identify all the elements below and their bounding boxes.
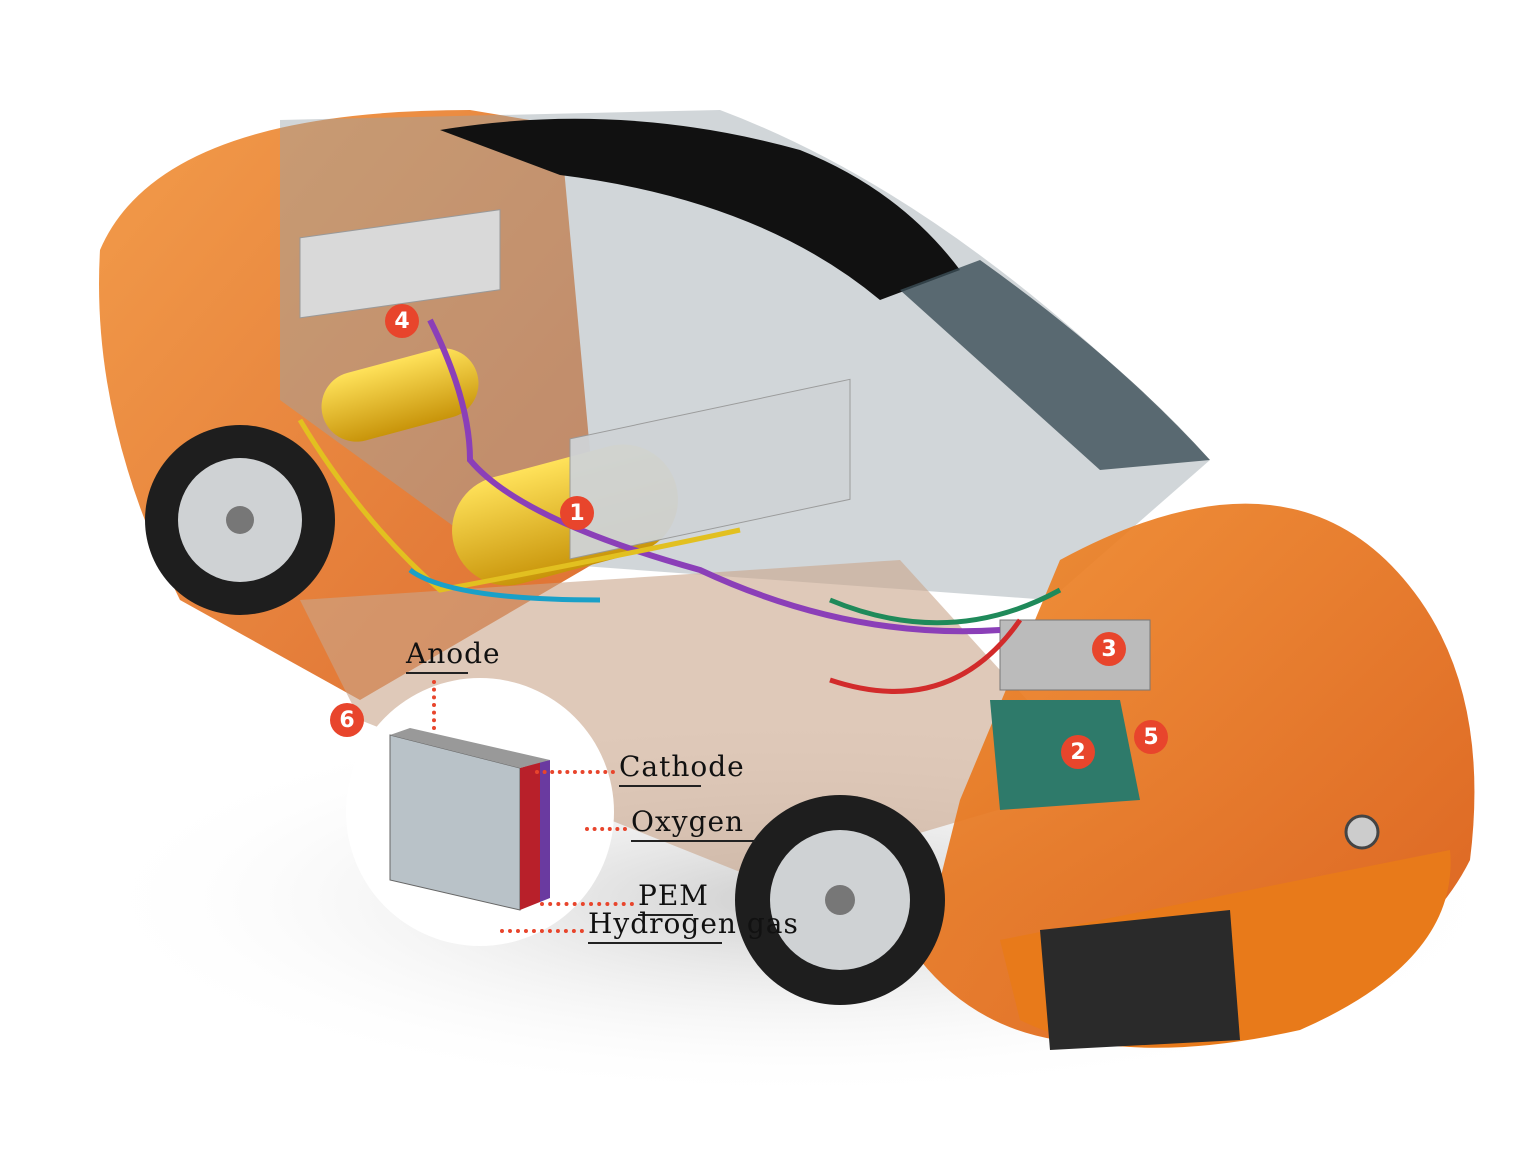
front-wheel: [735, 795, 945, 1005]
front-grille: [1040, 910, 1240, 1050]
pipe-green: [829, 587, 1062, 626]
cathode-leader: [535, 770, 615, 774]
marker-1: 1: [560, 496, 594, 530]
fuel-cell-layers: [389, 728, 550, 911]
toyota-logo: [1344, 814, 1380, 850]
battery-pack: [299, 209, 501, 319]
power-control-unit: [999, 619, 1151, 691]
label-pem: PEM: [638, 882, 709, 916]
label-cathode: Cathode: [619, 753, 745, 787]
label-anode: Anode: [406, 640, 501, 674]
marker-4: 4: [385, 304, 419, 338]
marker-5: 5: [1134, 720, 1168, 754]
roof: [440, 118, 960, 300]
pipe-blue: [408, 567, 601, 603]
marker-3: 3: [1092, 632, 1126, 666]
marker-6: 6: [330, 703, 364, 737]
marker-2: 2: [1061, 735, 1095, 769]
pipe-red: [829, 618, 1023, 694]
oxygen-leader: [585, 827, 627, 831]
pipe-purple: [427, 318, 1001, 635]
rear-wheel: [145, 425, 335, 615]
hydrogen-tank-rear-small: [321, 348, 479, 442]
pem-leader: [540, 902, 634, 906]
windshield: [900, 260, 1210, 470]
hydrogen-leader: [500, 929, 584, 933]
label-oxygen: Oxygen: [631, 808, 756, 842]
floor: [300, 560, 1100, 880]
anode-leader: [432, 680, 436, 730]
label-hydrogen-gas: Hydrogen gas: [588, 910, 799, 944]
